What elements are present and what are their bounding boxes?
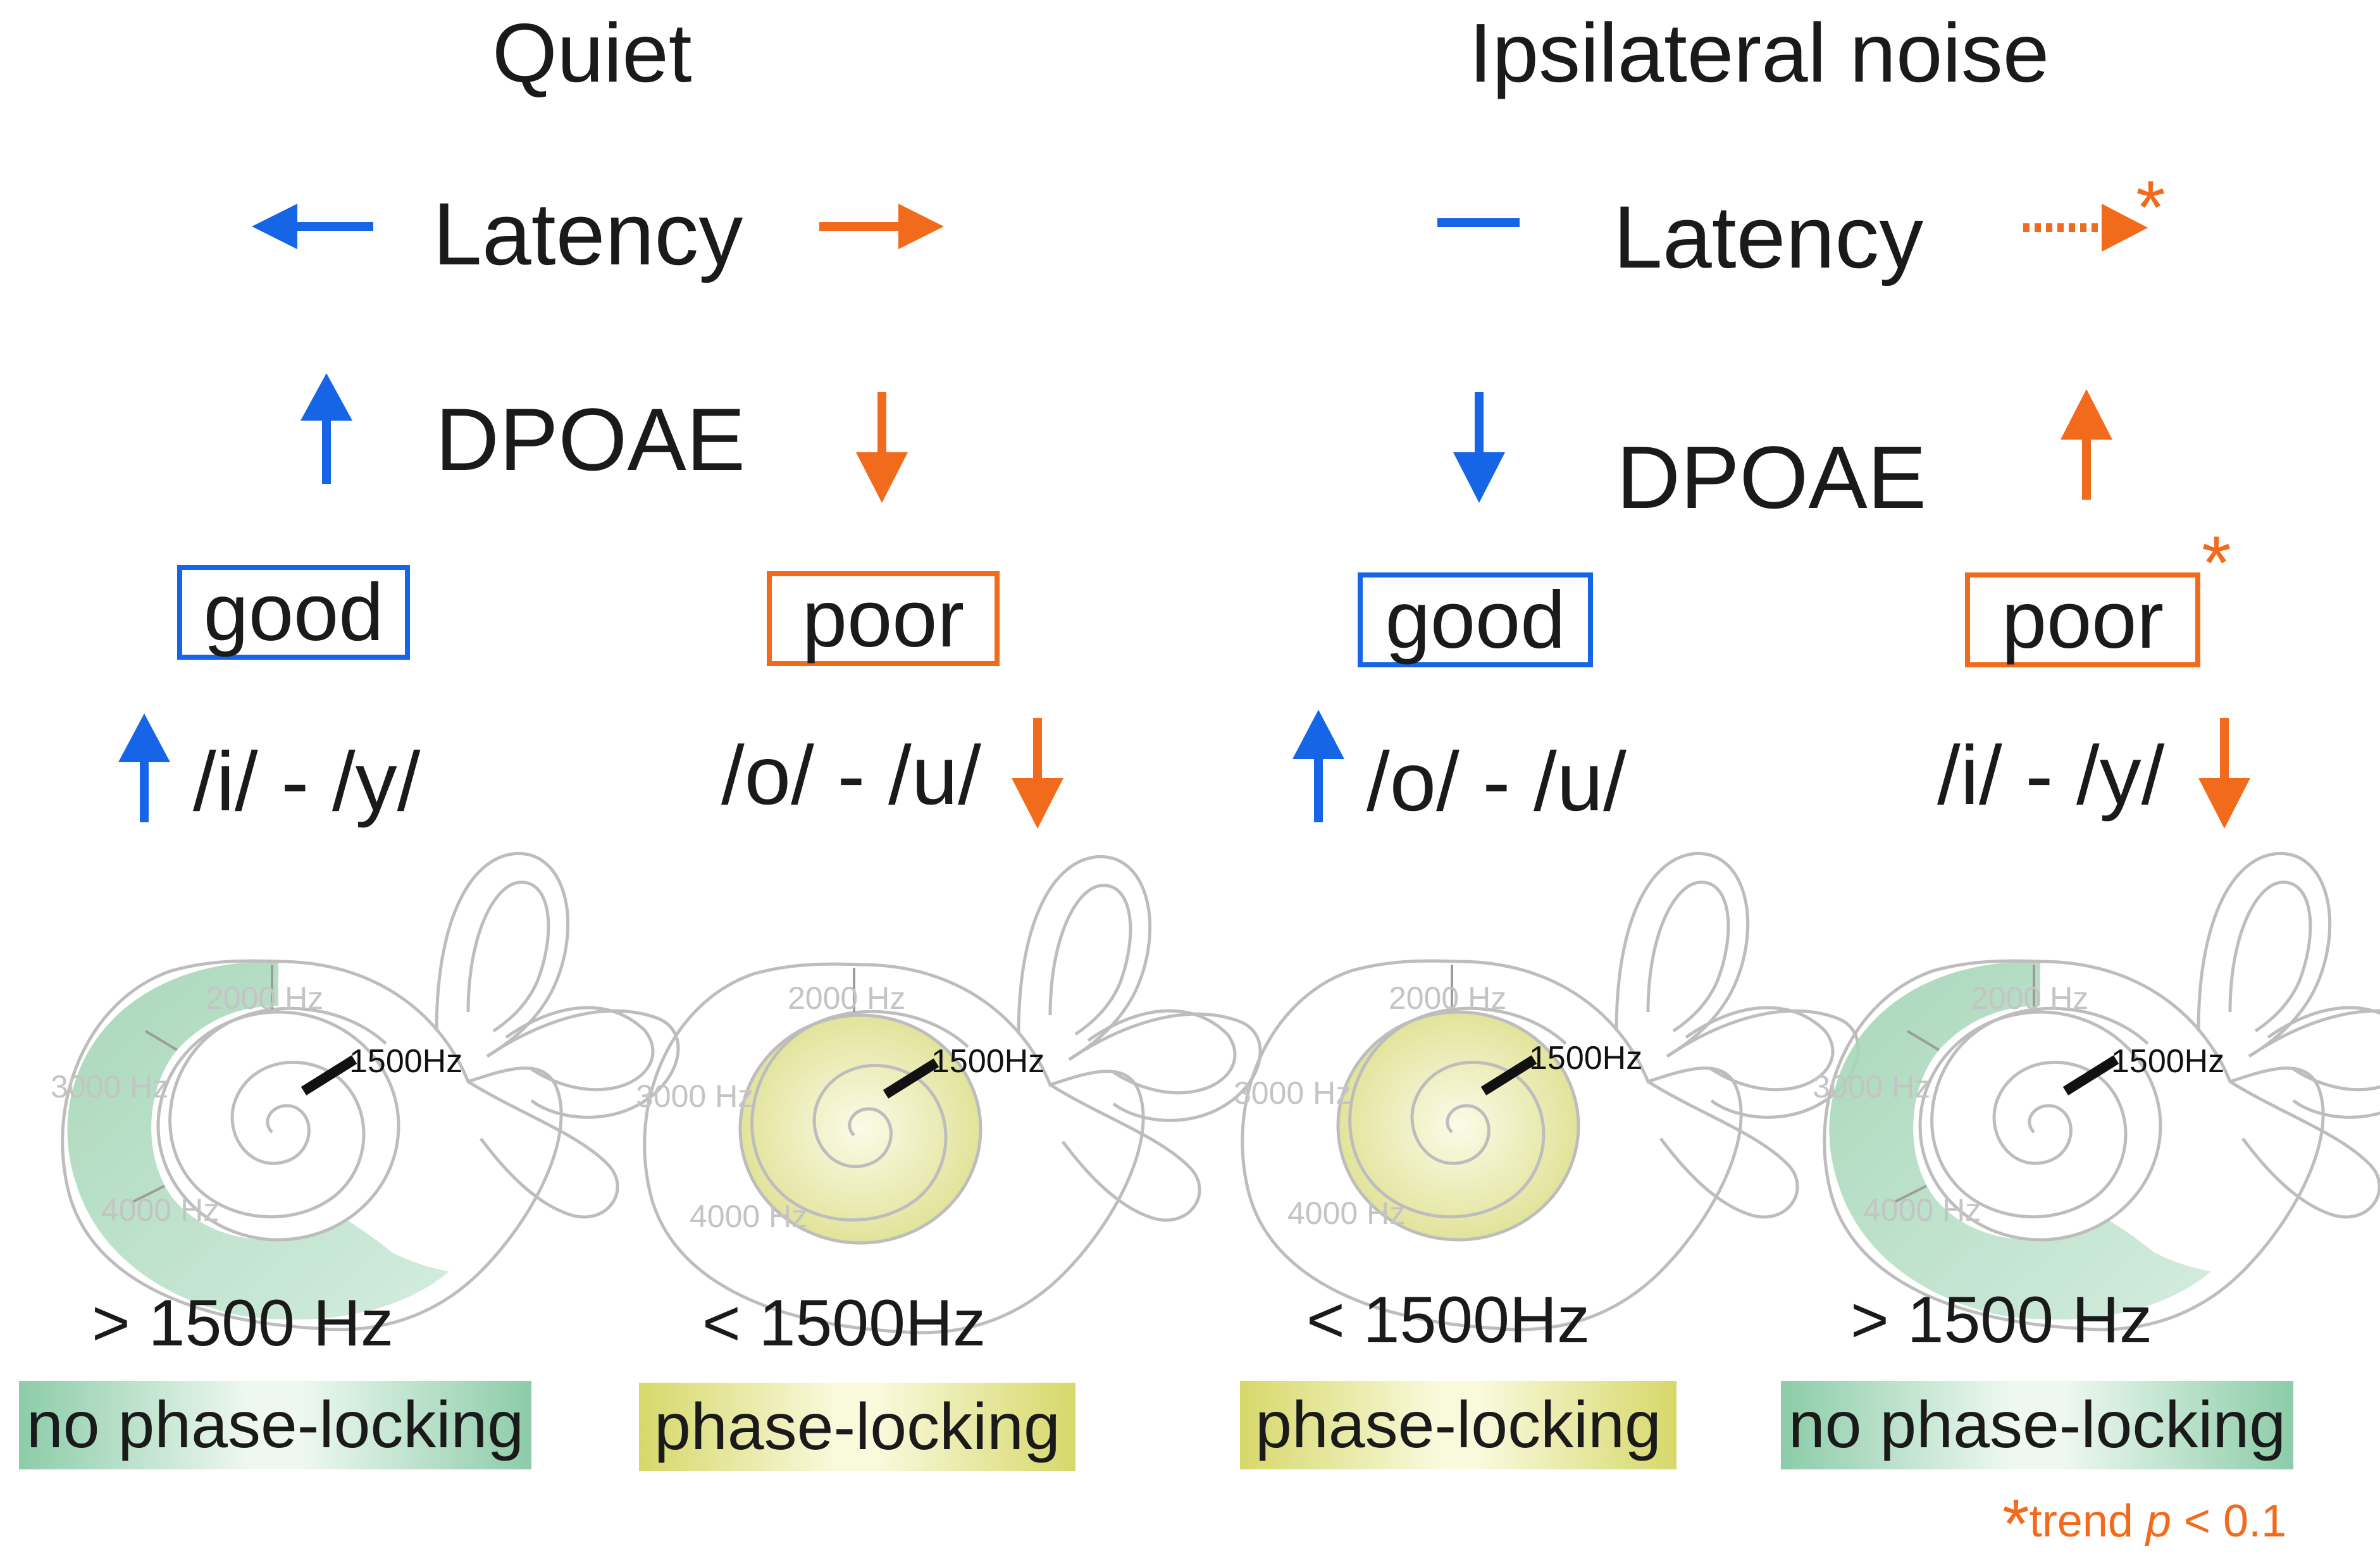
vowel-arrow-up-blue-2 bbox=[1292, 710, 1344, 822]
box-poor-ipsi: poor bbox=[1965, 572, 2200, 667]
latency-arrow-right-orange bbox=[819, 204, 944, 249]
poor-trend-star: * bbox=[2202, 521, 2231, 605]
box-good-quiet: good bbox=[177, 565, 410, 660]
dpoae-arrow-up-orange bbox=[2061, 389, 2112, 500]
cochlea-4-band bbox=[1829, 961, 2211, 1320]
vowel-iy-ipsi: /i/ - /y/ bbox=[1937, 729, 2165, 822]
cochlea-4: 2000 Hz 3000 Hz 4000 Hz 1500Hz bbox=[1813, 853, 2380, 1330]
cochlea-1: 2000 Hz 3000 Hz 4000 Hz 1500Hz bbox=[51, 853, 678, 1330]
footnote-trend: *trend p < 0.1 bbox=[2002, 1490, 2286, 1559]
cochlea-3: 2000 Hz 3000 Hz 4000 Hz 1500Hz bbox=[1234, 853, 1858, 1330]
footnote-suffix: < 0.1 bbox=[2171, 1496, 2287, 1547]
freq-gt-1500-quiet: > 1500 Hz bbox=[92, 1287, 394, 1360]
dpoae-arrow-down-blue bbox=[1453, 392, 1505, 503]
cochlea-4-label-2000: 2000 Hz bbox=[1971, 980, 2088, 1016]
latency-trend-star: * bbox=[2136, 165, 2166, 250]
label-no-phase-locking-ipsi: no phase-locking bbox=[1781, 1381, 2293, 1469]
dpoae-label-ipsi: DPOAE bbox=[1616, 428, 1927, 527]
freq-lt-1500-ipsi: < 1500Hz bbox=[1306, 1283, 1590, 1357]
cochlea-4-label-3000: 3000 Hz bbox=[1813, 1069, 1930, 1104]
box-poor-quiet: poor bbox=[767, 571, 1000, 666]
dpoae-arrow-down-orange bbox=[856, 392, 908, 503]
vowel-ou-ipsi: /o/ - /u/ bbox=[1367, 735, 1627, 828]
cochlea-1-label-4000: 4000 Hz bbox=[101, 1192, 219, 1228]
cochlea-3-label-4000: 4000 Hz bbox=[1287, 1195, 1405, 1231]
latency-dotted-arrow-orange bbox=[2023, 204, 2148, 252]
cochlea-1-label-2000: 2000 Hz bbox=[206, 980, 323, 1016]
latency-arrow-left-blue bbox=[252, 204, 373, 249]
dpoae-label-quiet: DPOAE bbox=[435, 390, 746, 489]
label-phase-locking-ipsi: phase-locking bbox=[1240, 1381, 1677, 1469]
vowel-arrow-up-blue-1 bbox=[118, 714, 170, 822]
vowel-arrow-down-orange-2 bbox=[2198, 718, 2250, 829]
footnote-star: * bbox=[2002, 1485, 2030, 1563]
cochlea-1-label-1500: 1500Hz bbox=[349, 1043, 462, 1080]
cochlea-2: 2000 Hz 3000 Hz 4000 Hz 1500Hz bbox=[636, 856, 1260, 1333]
title-quiet: Quiet bbox=[492, 6, 692, 99]
cochlea-3-label-1500: 1500Hz bbox=[1529, 1040, 1642, 1077]
cochlea-2-label-3000: 3000 Hz bbox=[636, 1078, 753, 1114]
vowel-iy-quiet: /i/ - /y/ bbox=[193, 735, 421, 828]
latency-label-quiet: Latency bbox=[433, 184, 743, 283]
label-phase-locking-quiet: phase-locking bbox=[639, 1383, 1075, 1471]
vowel-arrow-down-orange-1 bbox=[1012, 718, 1063, 829]
cochlea-1-label-3000: 3000 Hz bbox=[51, 1069, 168, 1104]
cochlea-4-label-1500: 1500Hz bbox=[2111, 1043, 2224, 1080]
label-no-phase-locking-quiet: no phase-locking bbox=[19, 1381, 531, 1469]
cochlea-2-label-2000: 2000 Hz bbox=[788, 980, 905, 1016]
dpoae-arrow-up-blue bbox=[301, 373, 352, 484]
vowel-ou-quiet: /o/ - /u/ bbox=[721, 729, 981, 822]
cochlea-4-label-4000: 4000 Hz bbox=[1863, 1192, 1981, 1228]
cochlea-3-label-3000: 3000 Hz bbox=[1234, 1075, 1351, 1111]
freq-lt-1500-quiet: < 1500Hz bbox=[702, 1287, 986, 1360]
freq-gt-1500-ipsi: > 1500 Hz bbox=[1850, 1283, 2152, 1357]
title-ipsilateral-noise: Ipsilateral noise bbox=[1469, 6, 2050, 99]
cochlea-2-label-1500: 1500Hz bbox=[931, 1043, 1044, 1080]
box-good-ipsi: good bbox=[1358, 572, 1593, 667]
cochlea-1-band bbox=[67, 961, 449, 1320]
footnote-p: p bbox=[2145, 1496, 2171, 1547]
cochlea-2-label-4000: 4000 Hz bbox=[690, 1199, 807, 1234]
footnote-prefix: trend bbox=[2029, 1496, 2146, 1547]
latency-label-ipsi: Latency bbox=[1613, 187, 1924, 287]
cochlea-3-label-2000: 2000 Hz bbox=[1389, 980, 1506, 1016]
